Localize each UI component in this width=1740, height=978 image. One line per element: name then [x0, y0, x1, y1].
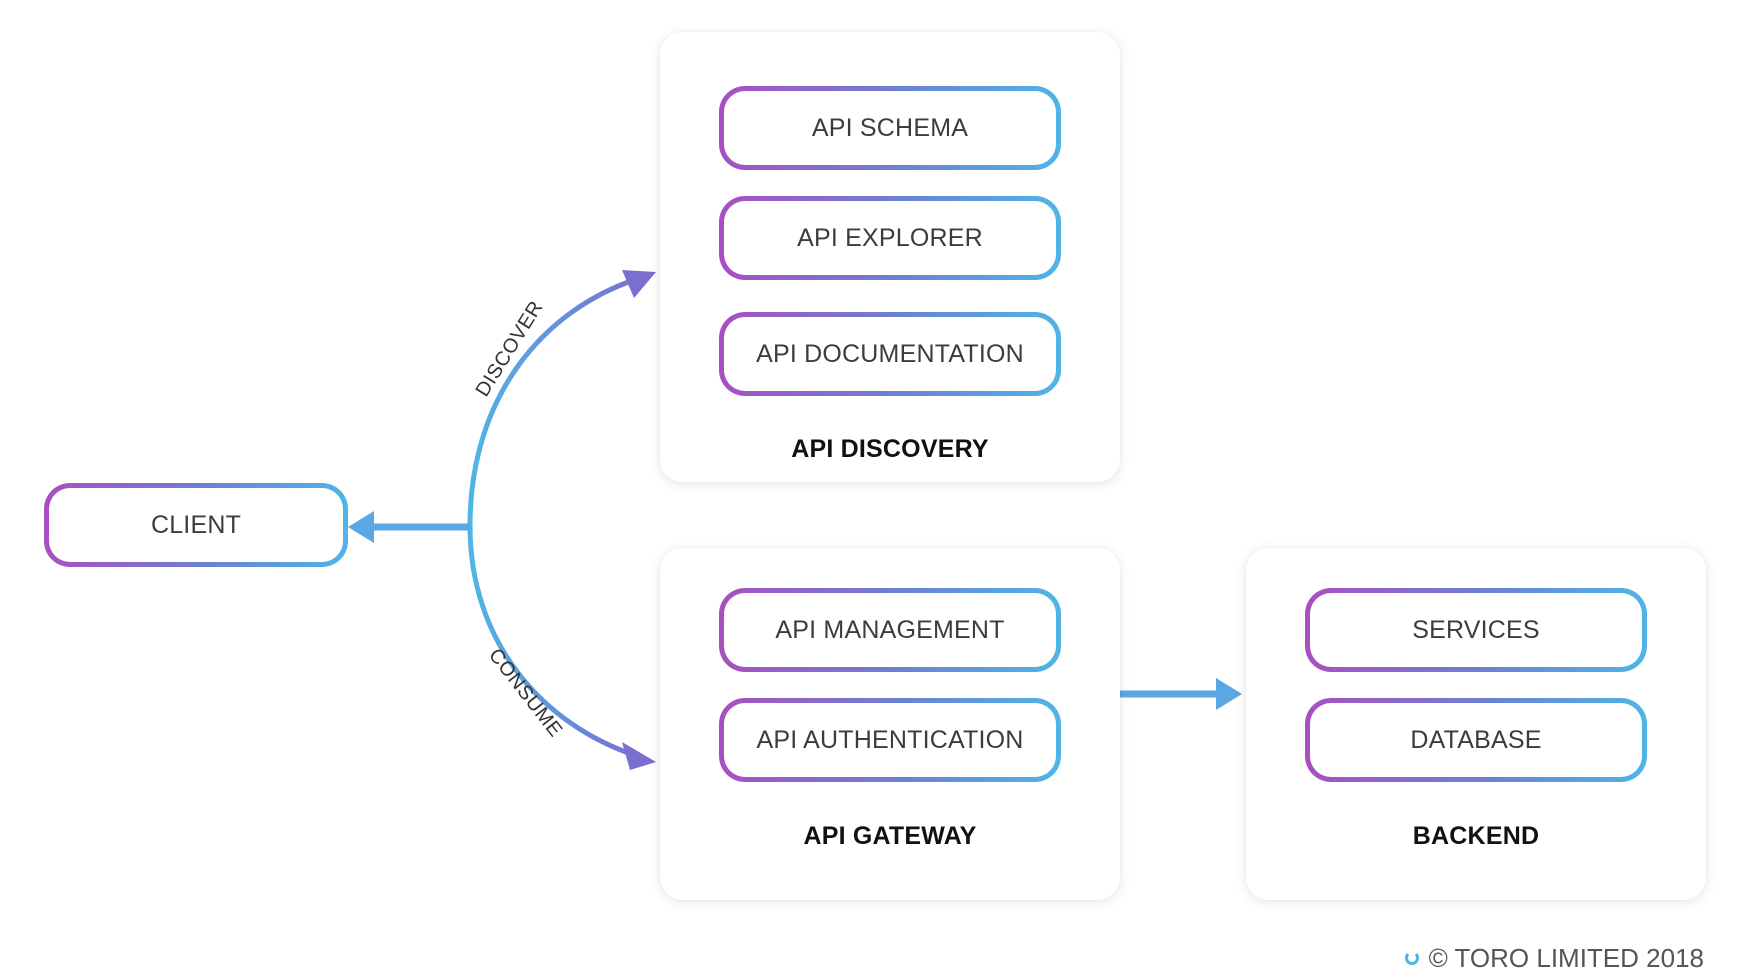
api-schema-label: API SCHEMA: [811, 113, 969, 142]
api-documentation-box: API DOCUMENTATION: [719, 312, 1061, 396]
discover-label: DISCOVER: [472, 297, 548, 401]
discover-arrowhead: [622, 270, 656, 298]
api-discovery-title: API DISCOVERY: [791, 435, 989, 463]
client-label: CLIENT: [150, 510, 242, 539]
api-gateway-panel: API MANAGEMENT API AUTHENTICATION API GA…: [660, 548, 1120, 900]
backend-title: BACKEND: [1412, 822, 1540, 850]
api-authentication-label: API AUTHENTICATION: [756, 725, 1024, 754]
services-label: SERVICES: [1412, 615, 1540, 644]
client-box: CLIENT: [44, 483, 348, 567]
backend-arrowhead: [1216, 678, 1242, 710]
api-explorer-label: API EXPLORER: [797, 223, 983, 252]
api-authentication-box: API AUTHENTICATION: [719, 698, 1061, 782]
api-management-label: API MANAGEMENT: [775, 615, 1005, 644]
consume-arrowhead: [622, 742, 656, 770]
api-management-box: API MANAGEMENT: [719, 588, 1061, 672]
consume-arc: [467, 525, 641, 760]
client-arrowhead: [348, 511, 374, 543]
consume-label: CONSUME: [484, 645, 566, 742]
api-discovery-panel: API SCHEMA API EXPLORER API DOCUMENTATIO…: [660, 32, 1120, 482]
database-label: DATABASE: [1410, 725, 1542, 754]
database-box: DATABASE: [1305, 698, 1647, 782]
api-schema-box: API SCHEMA: [719, 86, 1061, 170]
toro-ring-icon: [1404, 951, 1419, 965]
copyright-footer: © TORO LIMITED 2018: [1404, 938, 1704, 978]
copyright-text: © TORO LIMITED 2018: [1428, 942, 1704, 973]
services-box: SERVICES: [1305, 588, 1647, 672]
backend-panel: SERVICES DATABASE BACKEND: [1246, 548, 1706, 900]
api-gateway-title: API GATEWAY: [803, 822, 977, 850]
api-explorer-box: API EXPLORER: [719, 196, 1061, 280]
api-documentation-label: API DOCUMENTATION: [756, 339, 1024, 368]
discover-arc: [467, 275, 641, 527]
